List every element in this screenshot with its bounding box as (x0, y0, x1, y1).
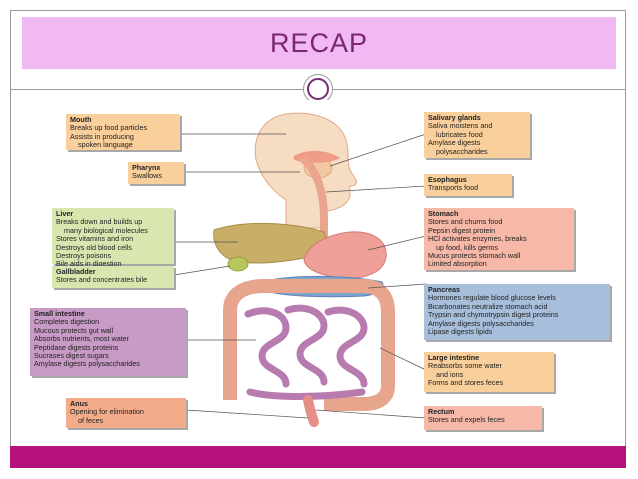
label-pancreas-line: Amylase digests polysaccharides (428, 318, 534, 328)
label-stomach-line: Stores and churns food (428, 217, 503, 227)
label-liver: Liver Breaks down and builds up many bio… (52, 208, 174, 268)
label-anus-line: of feces (78, 415, 104, 425)
label-liver-line: Breaks down and builds up (56, 217, 143, 227)
label-esophagus-line: Transports food (428, 183, 479, 193)
anatomy-illustration (173, 112, 427, 427)
label-liver-line: Stores vitamins and iron (56, 234, 134, 244)
label-pharynx: Pharynx Swallows (128, 162, 184, 184)
label-large-intestine-line: and ions (436, 369, 464, 379)
leader-lines (173, 133, 427, 419)
label-pancreas-line: Trypsin and chymotrypsin digest proteins (428, 310, 559, 320)
label-anus-title: Anus (70, 399, 88, 408)
label-large-intestine: Large intestine Reabsorbs some water and… (424, 352, 554, 392)
label-stomach-line: Pepsin digest protein (428, 225, 496, 235)
bottom-accent-bar (10, 446, 626, 468)
label-gallbladder: Gallbladder Stores and concentrates bile (52, 266, 174, 288)
label-stomach-title: Stomach (428, 209, 459, 218)
label-small-intestine-title: Small intestine (34, 309, 85, 318)
small-intestine (244, 304, 368, 400)
label-esophagus: Esophagus Transports food (424, 174, 512, 196)
label-stomach-line: HCl activates enzymes, breaks (428, 234, 527, 244)
label-mouth-title: Mouth (70, 115, 92, 124)
label-rectum: Rectum Stores and expels feces (424, 406, 542, 430)
label-liver-line: many biological molecules (64, 225, 148, 235)
label-salivary-glands-line: polysaccharides (436, 146, 488, 156)
label-rectum-title: Rectum (428, 407, 455, 416)
label-large-intestine-line: Reabsorbs some water (428, 361, 502, 371)
label-large-intestine-title: Large intestine (428, 353, 480, 362)
label-liver-line: Bile aids in digestion (56, 259, 122, 269)
label-stomach: Stomach Stores and churns food Pepsin di… (424, 208, 574, 270)
label-anus: Anus Opening for elimination of feces (66, 398, 186, 428)
label-salivary-glands: Salivary glands Saliva moistens and lubr… (424, 112, 530, 158)
gallbladder (227, 256, 249, 272)
label-rectum-line: Stores and expels feces (428, 415, 505, 425)
large-intestine (223, 279, 395, 411)
label-mouth: Mouth Breaks up food particles Assists i… (66, 114, 180, 150)
label-small-intestine-line: Peptidase digests proteins (34, 342, 119, 352)
label-anus-line: Opening for elimination (70, 407, 144, 417)
title-bar: RECAP (22, 17, 616, 69)
slide-title: RECAP (269, 27, 369, 58)
label-pancreas: Pancreas Hormones regulate blood glucose… (424, 284, 610, 340)
label-stomach-line: Mucus protects stomach wall (428, 251, 521, 261)
label-small-intestine-line: Absorbs nutrients, most water (34, 334, 130, 344)
label-mouth-line: Breaks up food particles (70, 123, 148, 133)
label-gallbladder-title: Gallbladder (56, 267, 96, 276)
label-salivary-glands-line: Amylase digests (428, 138, 481, 148)
label-pancreas-line: Hormones regulate blood glucose levels (428, 293, 556, 303)
digestive-system-diagram: Mouth Breaks up food particles Assists i… (24, 100, 618, 438)
label-small-intestine-line: Mucous protects gut wall (34, 325, 114, 335)
label-salivary-glands-line: lubricates food (436, 129, 483, 139)
label-liver-line: Destroys poisons (56, 251, 112, 261)
label-esophagus-title: Esophagus (428, 175, 467, 184)
label-gallbladder-line: Stores and concentrates bile (56, 275, 148, 285)
label-liver-title: Liver (56, 209, 74, 218)
label-pancreas-title: Pancreas (428, 285, 460, 294)
label-pancreas-line: Bicarbonates neutralize stomach acid (428, 301, 548, 311)
label-stomach-line: up food, kills germs (436, 242, 498, 252)
label-pancreas-line: Lipase digests lipids (428, 327, 493, 337)
label-pharynx-title: Pharynx (132, 163, 161, 172)
label-mouth-line: Assists in producing (70, 131, 134, 141)
label-salivary-glands-line: Saliva moistens and (428, 121, 493, 131)
label-salivary-glands-title: Salivary glands (428, 113, 481, 122)
label-mouth-line: spoken language (78, 140, 133, 150)
label-small-intestine: Small intestine Completes digestion Muco… (30, 308, 186, 376)
label-small-intestine-line: Completes digestion (34, 317, 100, 327)
label-stomach-line: Limited absorption (428, 259, 487, 269)
label-liver-line: Destroys old blood cells (56, 242, 132, 252)
rectum (303, 395, 319, 427)
label-large-intestine-line: Forms and stores feces (428, 378, 504, 388)
label-small-intestine-line: Amylase digests polysaccharides (34, 359, 140, 369)
label-pharynx-line: Swallows (132, 171, 162, 181)
label-small-intestine-line: Sucrases digest sugars (34, 351, 109, 361)
